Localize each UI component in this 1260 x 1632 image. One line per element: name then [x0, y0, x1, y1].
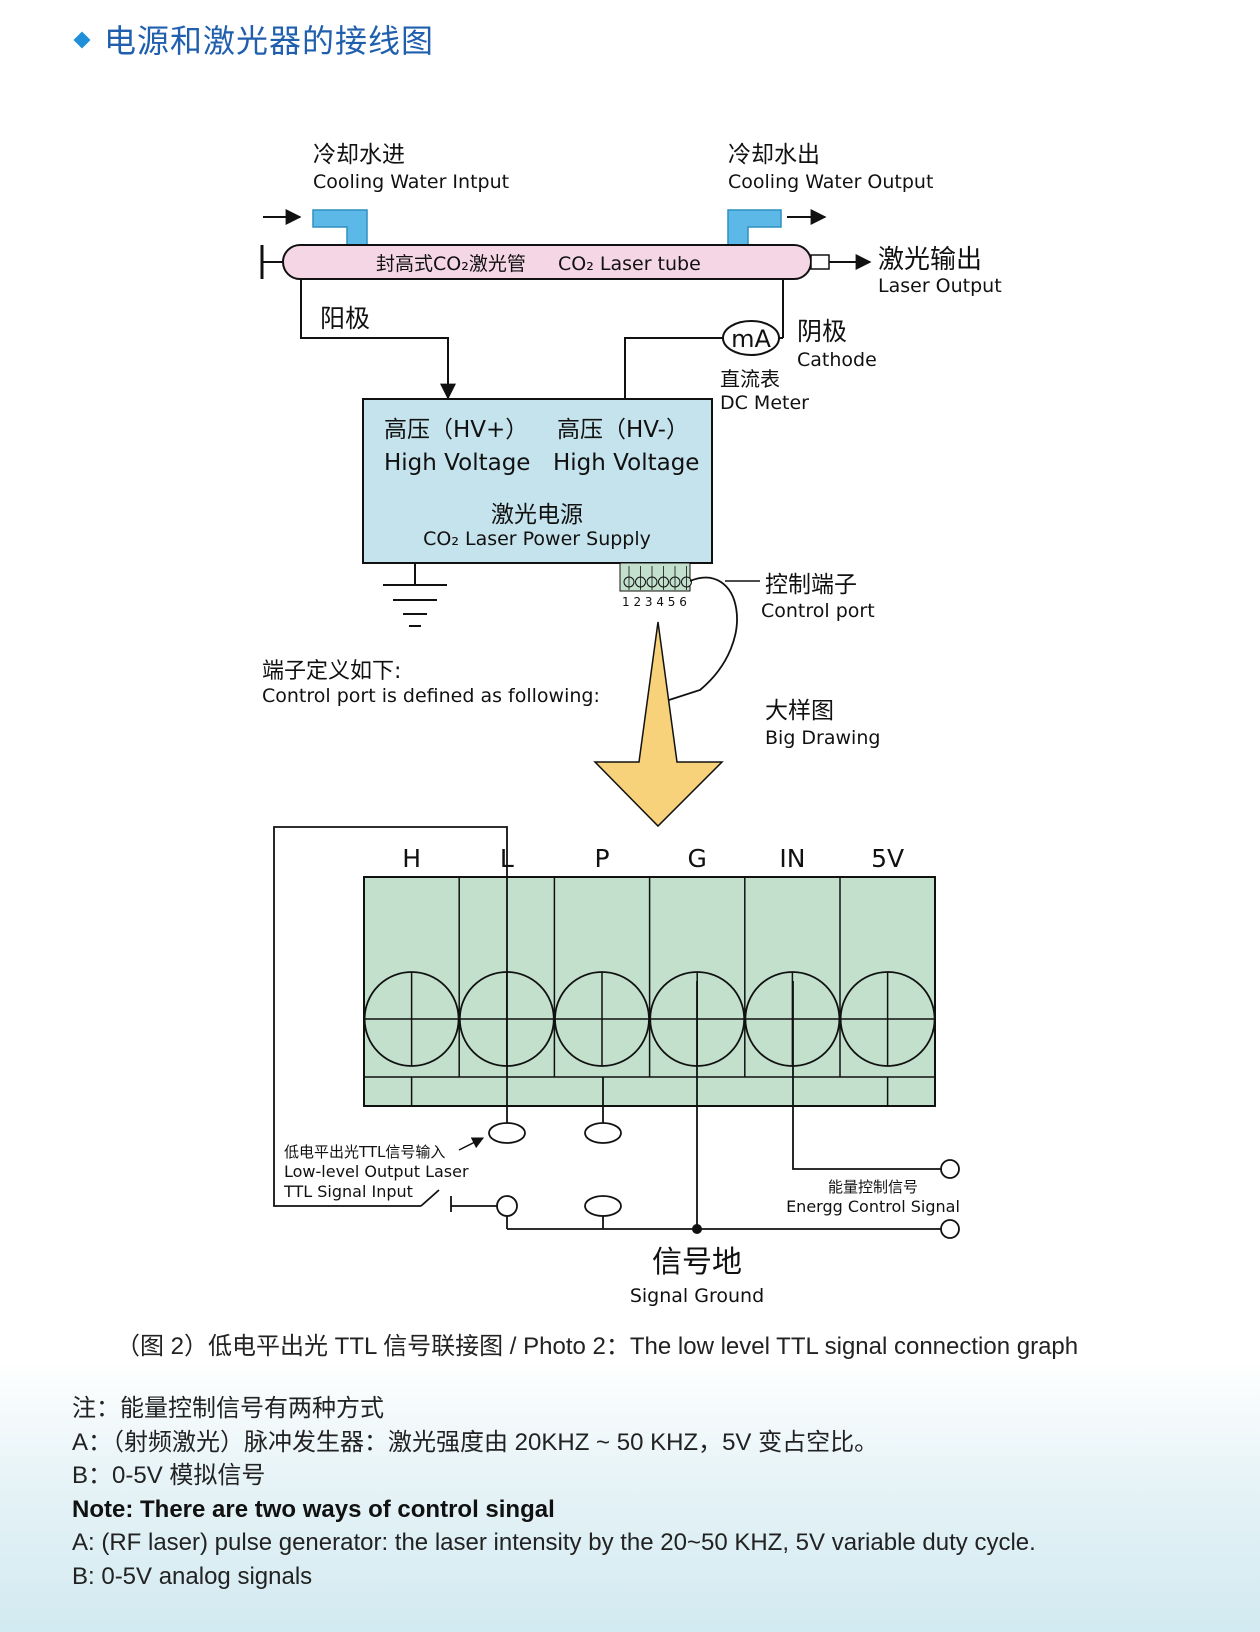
note-line-1: 注：能量控制信号有两种方式: [72, 1395, 384, 1422]
meter-unit: mA: [731, 325, 771, 353]
energy-control-wiring: 能量控制信号 Energg Control Signal: [786, 981, 960, 1216]
water-in-pipe: [312, 209, 368, 247]
ttl-label-en-1: Low-level Output Laser: [284, 1162, 469, 1181]
note-line-6: B: 0-5V analog signals: [72, 1562, 313, 1590]
ttl-terminal-circle: [496, 1195, 518, 1217]
bottom-gradient-background: [0, 1360, 1260, 1632]
control-port-label-en: Control port: [761, 600, 875, 622]
energy-label-cn: 能量控制信号: [828, 1178, 918, 1196]
power-supply: 高压（HV+） High Voltage 高压（HV-） High Voltag…: [362, 398, 713, 564]
laser-output-label-en: Laser Output: [878, 275, 1002, 297]
section-heading-text: 电源和激光器的接线图: [104, 22, 435, 60]
big-drawing-label-cn: 大样图: [765, 698, 834, 724]
port-numbers: 1 2 3 4 5 6: [622, 595, 687, 609]
power-supply-label-en: CO₂ Laser Power Supply: [423, 528, 651, 550]
figure-caption: （图 2）低电平出光 TTL 信号联接图 / Photo 2：The low l…: [116, 1333, 1079, 1360]
p-ground-oval: [584, 1195, 622, 1217]
cooling-water-output: 冷却水出 Cooling Water Output: [727, 142, 933, 247]
hv-minus-label-en: High Voltage: [553, 450, 699, 476]
earth-ground-icon: [383, 563, 447, 627]
cathode-label-cn: 阴极: [797, 317, 847, 346]
hv-plus-label-cn: 高压（HV+）: [384, 417, 528, 443]
section-heading: 电源和激光器的接线图: [73, 16, 435, 62]
note-line-4: Note: There are two ways of control sing…: [72, 1495, 555, 1523]
terminal-label-h: H: [402, 844, 421, 873]
ttl-input-wiring: 低电平出光TTL信号输入 Low-level Output Laser TTL …: [273, 826, 526, 1217]
big-drawing-label-en: Big Drawing: [765, 727, 880, 749]
terminal-label-p: P: [594, 844, 609, 873]
ground-junction-dot: [692, 1224, 702, 1234]
water-out-pipe: [727, 209, 782, 247]
ttl-label-en-2: TTL Signal Input: [283, 1182, 413, 1201]
switch-icon: [420, 1189, 440, 1207]
energy-terminal-circle: [940, 1159, 960, 1179]
big-down-arrow-icon: [593, 621, 724, 828]
laser-tube: 封高式CO₂激光管 CO₂ Laser tube 激光输出 Laser Outp…: [260, 244, 1002, 297]
cathode-label-en: Cathode: [797, 349, 877, 371]
output-window: [810, 254, 830, 270]
l-to-switch-wire: [273, 826, 508, 1207]
terminal-label-in: IN: [779, 844, 805, 873]
ttl-label-cn: 低电平出光TTL信号输入: [284, 1143, 445, 1161]
anode-label-cn: 阳极: [320, 304, 370, 333]
power-supply-label-cn: 激光电源: [491, 502, 583, 528]
l-terminal-oval: [488, 1122, 526, 1144]
cathode-wire: mA 阴极 Cathode 直流表 DC Meter: [624, 279, 877, 414]
p-terminal-oval: [584, 1122, 622, 1144]
control-port-small: 1 2 3 4 5 6 控制端子 Control port: [619, 562, 875, 701]
laser-tube-body: [282, 244, 812, 280]
laser-output-label-cn: 激光输出: [878, 245, 982, 275]
hv-minus-label-cn: 高压（HV-）: [557, 417, 689, 443]
hv-plus-label-en: High Voltage: [384, 450, 530, 476]
note-line-5: A: (RF laser) pulse generator: the laser…: [72, 1529, 1036, 1556]
water-out-label-cn: 冷却水出: [728, 142, 820, 168]
terminal-label-5v: 5V: [871, 844, 904, 873]
water-in-label-cn: 冷却水进: [313, 142, 405, 168]
signal-ground-label-en: Signal Ground: [630, 1285, 764, 1307]
anode-wire: 阳极: [300, 279, 456, 400]
tube-label-en: CO₂ Laser tube: [558, 253, 701, 275]
notes-block: 注：能量控制信号有两种方式 A：（射频激光）脉冲发生器：激光强度由 20KHZ …: [72, 1392, 1036, 1593]
water-out-label-en: Cooling Water Output: [728, 171, 933, 193]
p-terminal-wiring: [584, 1077, 622, 1229]
cooling-water-input: 冷却水进 Cooling Water Intput: [263, 142, 509, 247]
dc-meter-label-cn: 直流表: [720, 367, 780, 391]
note-line-2: A：（射频激光）脉冲发生器：激光强度由 20KHZ ~ 50 KHZ，5V 变占…: [72, 1428, 879, 1456]
defined-label-cn: 端子定义如下:: [262, 659, 401, 684]
control-port-label-cn: 控制端子: [765, 572, 857, 598]
tube-label-cn: 封高式CO₂激光管: [376, 253, 526, 275]
ttl-pointer-arrow-icon: [458, 1137, 485, 1151]
note-line-3: B：0-5V 模拟信号: [72, 1462, 266, 1489]
water-in-label-en: Cooling Water Intput: [313, 171, 509, 193]
terminal-label-g: G: [688, 844, 707, 873]
defined-label-en: Control port is defined as following:: [262, 685, 600, 707]
energy-label-en: Energg Control Signal: [786, 1197, 960, 1216]
ground-terminal-circle: [940, 1219, 960, 1239]
dc-meter-label-en: DC Meter: [720, 392, 809, 414]
power-supply-box: [362, 398, 713, 564]
magnifier-curve: [668, 576, 738, 701]
ground-wiring: 信号地 Signal Ground: [506, 981, 960, 1307]
signal-ground-label-cn: 信号地: [652, 1245, 742, 1280]
